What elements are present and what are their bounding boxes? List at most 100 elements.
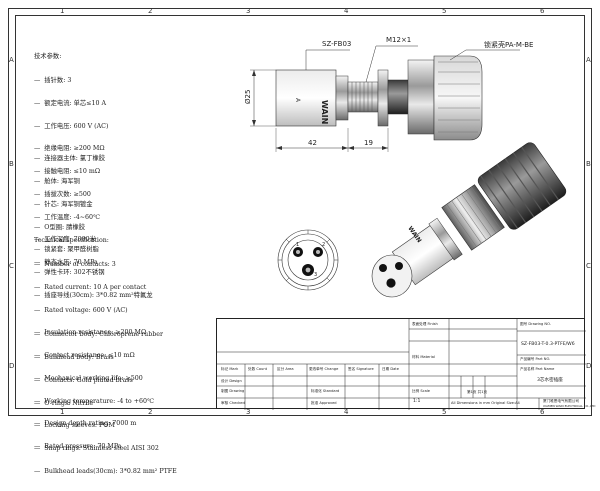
zone-top-2: 2: [148, 7, 153, 15]
tb-part-name: 3芯水密插座: [537, 378, 563, 383]
tb-col-count: 处数 Count: [248, 367, 268, 371]
side-view: WAIN A Ø25 42 19: [244, 45, 520, 152]
spec-en-material: — Contacts: Gold plated brass: [34, 376, 133, 384]
tb-drawing-no: SZ-FB03-T-0.3-PTFE/W6: [521, 342, 575, 347]
zone-right-a: A: [586, 56, 591, 64]
tb-col-date: 日期 Date: [382, 367, 399, 371]
spec-cn-line: — 插拔次数: ≥500: [34, 190, 91, 198]
zone-top-3: 3: [246, 7, 251, 15]
drawing-sheet: 1 2 3 4 5 6 1 2 3 4 5 6 A B C D A B C D …: [8, 7, 595, 475]
brand-text: WAIN: [320, 100, 329, 124]
spec-cn-line: — 工作温度: -4~60℃: [34, 213, 101, 221]
tb-role-design: 设计 Design: [221, 379, 242, 383]
tb-part-no-label: 产品编号 Part NO.: [520, 357, 551, 361]
length-dim-b: 19: [364, 139, 373, 147]
callout-lock-sleeve: 锁紧壳PA-M-BE: [484, 41, 534, 49]
zone-left-d: D: [9, 362, 15, 370]
spec-cn-heading: 技术参数:: [34, 53, 62, 61]
spec-cn-material: — 锁紧套: 聚甲醛树脂: [34, 246, 99, 254]
spec-en-line: — Contact resistance: ≤10 mΩ: [34, 352, 135, 360]
zone-bottom-2: 2: [148, 408, 153, 416]
tb-finish-label: 表面处理 Finish: [412, 322, 438, 326]
technical-drawing: WAIN A Ø25 42 19: [244, 45, 567, 298]
spec-cn-material: — 连接器主体: 氯丁橡胶: [34, 155, 106, 163]
spec-en-line: — Rated voltage: 600 V (AC): [34, 306, 128, 314]
tb-general-note: All Dimensions in mm Original Size:A4: [451, 401, 520, 405]
spec-cn-line: — 接触电阻: ≤10 mΩ: [34, 168, 101, 176]
zone-top-1: 1: [60, 7, 65, 15]
spec-en-line: — Mechanical working life: ≥500: [34, 374, 143, 382]
spec-cn-material: — 舱体: 海军铜: [34, 177, 80, 185]
tb-col-sign: 签名 Signature: [348, 367, 374, 371]
tb-role-approve: 批准 Approved: [311, 401, 337, 405]
spec-cn-line: — 绝缘电阻: ≥200 MΩ: [34, 145, 105, 153]
zone-bottom-6: 6: [540, 408, 545, 416]
tb-role-draw: 制图 Drawing: [221, 389, 245, 393]
tb-drawing-no-label: 图号 Drawing NO.: [520, 322, 551, 326]
tb-scale: 1:1: [413, 399, 421, 404]
spec-en-material: — Snap rings: Stainless steel AISI 302: [34, 445, 159, 453]
title-block: 标记 Mark 处数 Count 区分 Area 更改单号 Change 签名 …: [216, 318, 595, 410]
spec-cn-line: — 静态水压: 70 MPa: [34, 259, 98, 267]
zone-right-d: D: [586, 362, 592, 370]
tb-col-marks: 标记 Mark: [221, 367, 239, 371]
zone-left-a: A: [9, 56, 14, 64]
spec-cn-material: — 插座导线(30cm): 3*0.82 mm²特氟龙: [34, 291, 153, 299]
tb-scale-label: 比例 Scale: [412, 389, 430, 393]
spec-en-line: — Insulation resistance: ≥200 MΩ: [34, 329, 147, 337]
zone-bottom-4: 4: [344, 408, 349, 416]
spec-en-heading: Technical specification:: [34, 237, 109, 245]
outer-frame: [8, 8, 592, 416]
tb-col-zone: 区分 Area: [277, 367, 294, 371]
spec-cn-material: — O型圈: 腈橡胶: [34, 223, 86, 231]
zone-left-c: C: [9, 262, 14, 270]
spec-cn-line: — 工作电压: 600 V (AC): [34, 122, 109, 130]
rear-thread: [387, 79, 409, 115]
zone-bottom-5: 5: [442, 408, 447, 416]
zone-bottom-3: 3: [246, 408, 251, 416]
threaded-shaft: [347, 81, 379, 113]
spec-en-material: — Bulkhead body: Brass: [34, 353, 114, 361]
tb-role-standard: 标准化 Standard: [311, 389, 340, 393]
spec-en-line: — Working temperature: -4 to +60℃: [34, 397, 155, 405]
front-face-view: 1 2 3: [277, 229, 339, 291]
pin-label-2: 2: [322, 242, 325, 248]
body-collar: [335, 75, 349, 121]
diameter-dim: Ø25: [244, 90, 252, 104]
spec-cn-line: — 插针数: 3: [34, 76, 72, 84]
spec-en-line: — Rated current: 10 A per contact: [34, 283, 147, 291]
spec-cn-line: — 额定电流: 单芯≤10 A: [34, 99, 107, 107]
length-dim-a: 42: [308, 139, 317, 147]
tb-company-en: XIAMEN WAIN ELECTRICAL CO.,LTD: [543, 404, 596, 408]
spec-cn-materials: — 连接器主体: 氯丁橡胶 — 舱体: 海军铜 — 针芯: 海军铜镀金 — O型…: [34, 140, 153, 315]
tb-role-check: 审核 Checked: [221, 401, 245, 405]
tb-sheet: 第1页 共1页: [467, 390, 488, 394]
spec-cn-material: — 针芯: 海军铜镀金: [34, 200, 93, 208]
zone-right-c: C: [586, 262, 591, 270]
tb-col-change: 更改单号 Change: [309, 367, 339, 371]
callout-model: SZ-FB03: [322, 40, 352, 48]
sleeve-base: [407, 59, 435, 135]
callout-thread: M12×1: [386, 36, 412, 44]
tb-company: 厦门唯恩电气有限公司: [543, 399, 579, 403]
zone-top-6: 6: [540, 7, 545, 15]
spec-en-material: — Connector body: Chloroprene rubber: [34, 331, 164, 339]
spec-en-line: — Number of contacts: 3: [34, 260, 116, 268]
spec-en-material: — Bulkhead leads(30cm): 3*0.82 mm² PTFE: [34, 467, 177, 475]
spec-cn-material: — 弹性卡环: 302不锈钢: [34, 269, 105, 277]
tb-part-name-label: 产品名称 Part Name: [520, 367, 555, 371]
hex-nut: [377, 69, 389, 127]
zone-top-4: 4: [344, 7, 349, 15]
zone-left-b: B: [9, 160, 14, 168]
tb-material-label: 材料 Material: [412, 355, 435, 359]
locking-sleeve: [433, 55, 483, 141]
isometric-view: WAIN: [371, 142, 567, 298]
pin-label-1: 1: [296, 242, 299, 248]
spec-cn: 技术参数: — 插针数: 3 — 额定电流: 单芯≤10 A — 工作电压: 6…: [34, 38, 108, 282]
zone-top-5: 5: [442, 7, 447, 15]
spec-en-material: — O-rings: Nitrile: [34, 399, 94, 407]
zone-bottom-1: 1: [60, 408, 65, 416]
spec-cn-line: — 工作深度: 7000米: [34, 236, 96, 244]
title-block-grid: [217, 319, 586, 410]
pin-mark-a: A: [294, 98, 301, 103]
